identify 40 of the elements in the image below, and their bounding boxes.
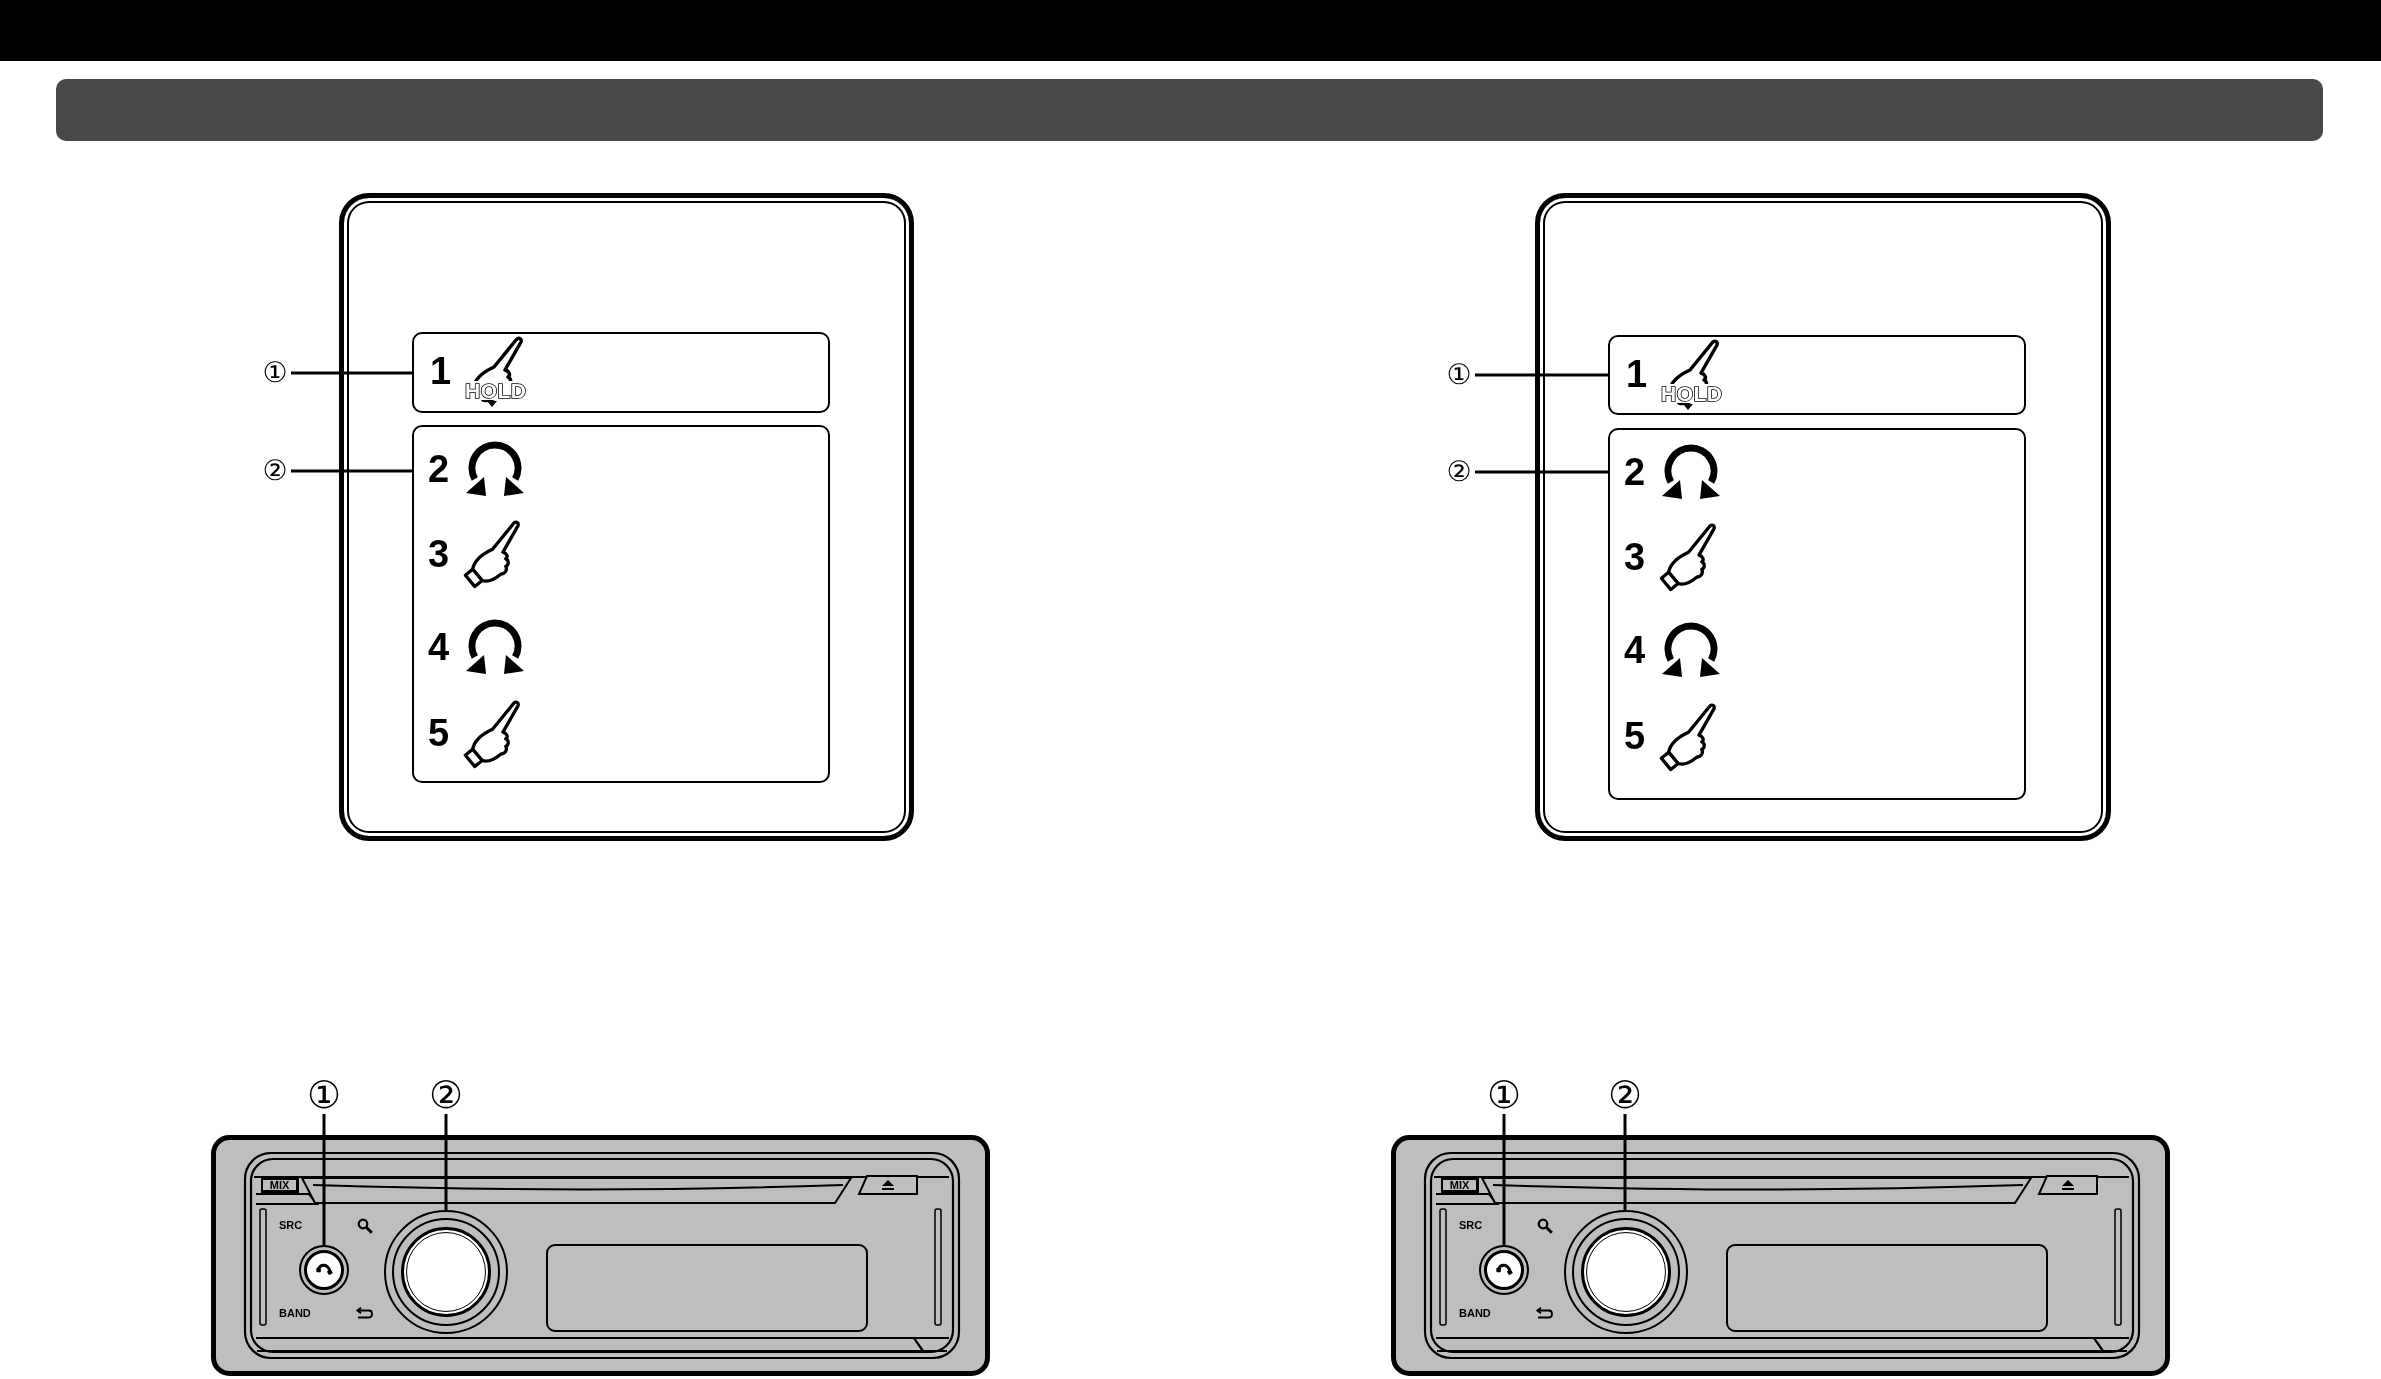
- step-box: [412, 425, 830, 783]
- leader-line: [1475, 373, 1608, 377]
- step-number: 4: [1624, 630, 1646, 670]
- icon-caption: HOLD: [465, 381, 527, 400]
- step-number: 5: [428, 713, 450, 753]
- mix-button: MIX: [261, 1178, 299, 1193]
- step-number: 1: [1626, 354, 1648, 394]
- step-number: 5: [1624, 716, 1646, 756]
- step-number: 2: [1624, 452, 1646, 492]
- leader-line: [1475, 470, 1608, 474]
- step-box: [1608, 335, 2026, 415]
- button-label: SRC: [279, 1219, 303, 1231]
- leader-line: [1623, 1114, 1627, 1210]
- leader-line: [291, 371, 412, 375]
- callout-number: ①: [1443, 359, 1475, 391]
- step-number: 1: [430, 351, 452, 391]
- instruction-panel: [339, 193, 914, 841]
- callout-number: ②: [259, 455, 291, 487]
- leader-line: [322, 1114, 326, 1245]
- step-number: 3: [1624, 537, 1646, 577]
- step-number: 4: [428, 627, 450, 667]
- leader-line: [1502, 1114, 1506, 1245]
- callout-number: ②: [1606, 1076, 1644, 1114]
- callout-number: ②: [427, 1076, 465, 1114]
- callout-number: ①: [259, 357, 291, 389]
- step-box: [412, 332, 830, 413]
- step-number: 3: [428, 534, 450, 574]
- leader-line: [291, 469, 412, 473]
- step-box: [1608, 428, 2026, 800]
- callout-number: ①: [305, 1076, 343, 1114]
- instruction-panel: [1535, 193, 2111, 841]
- leader-line: [444, 1114, 448, 1210]
- button-label: BAND: [1459, 1307, 1491, 1319]
- callout-number: ①: [1485, 1076, 1523, 1114]
- callout-number: ②: [1443, 456, 1475, 488]
- icon-caption: HOLD: [1661, 384, 1723, 403]
- step-number: 2: [428, 449, 450, 489]
- button-label: BAND: [279, 1307, 311, 1319]
- button-label: SRC: [1459, 1219, 1483, 1231]
- mix-button: MIX: [1441, 1178, 1479, 1193]
